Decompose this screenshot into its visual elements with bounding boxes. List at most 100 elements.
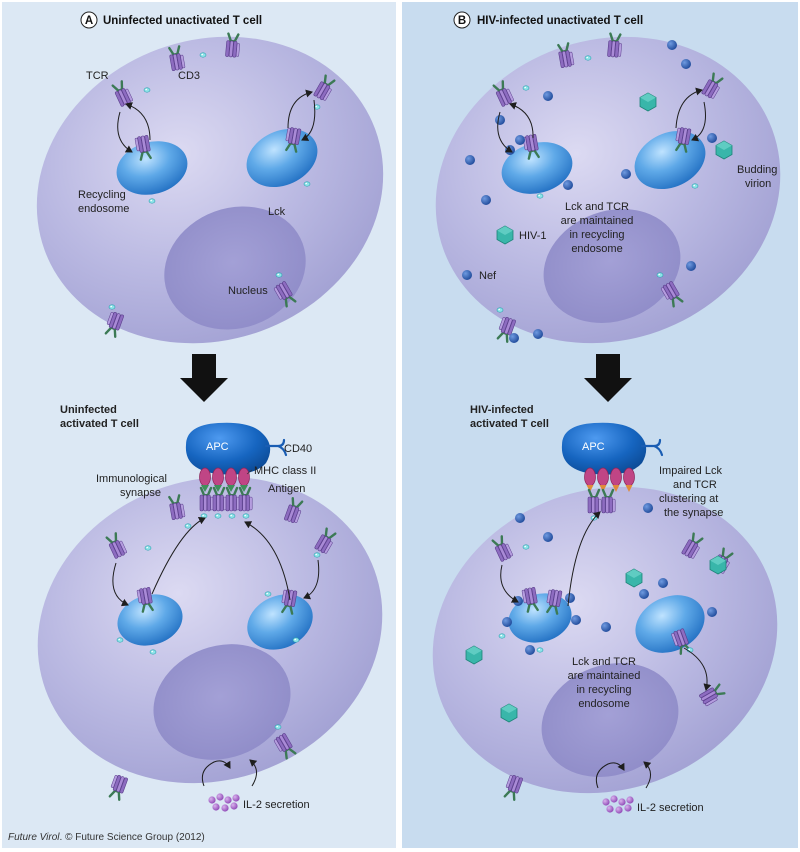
panel-b-badge-letter: B bbox=[458, 15, 466, 27]
nef-dot bbox=[667, 40, 677, 50]
il2-dot bbox=[602, 798, 610, 806]
nef-dot bbox=[543, 91, 553, 101]
nef-dot bbox=[563, 180, 573, 190]
hiv-virion bbox=[465, 645, 483, 665]
lck-dot bbox=[116, 637, 124, 643]
hiv-virion bbox=[500, 703, 518, 723]
lck-dot bbox=[199, 52, 207, 58]
il2-dot bbox=[615, 806, 623, 814]
panel-a: A Uninfected unactivated T cell Nucleus … bbox=[36, 11, 384, 812]
lck-dot bbox=[214, 513, 222, 519]
hiv-virion bbox=[709, 555, 727, 575]
maintained2-label-2: are maintained bbox=[568, 670, 641, 682]
il2-dot bbox=[224, 796, 232, 804]
lck-dot bbox=[275, 272, 283, 278]
lck-dot bbox=[242, 513, 250, 519]
hiv-label: HIV-1 bbox=[519, 230, 547, 242]
nef-dot bbox=[543, 532, 553, 542]
lck-label: Lck bbox=[268, 206, 286, 218]
nef-dot bbox=[495, 115, 505, 125]
impaired-label-4: the synapse bbox=[664, 507, 723, 519]
lck-dot bbox=[522, 85, 530, 91]
nef-dot bbox=[643, 503, 653, 513]
il2-dot bbox=[606, 805, 614, 813]
infected-activated-label-2: activated T cell bbox=[470, 418, 549, 430]
lck-dot bbox=[536, 647, 544, 653]
activation-arrow bbox=[180, 354, 228, 402]
hiv-virion bbox=[625, 568, 643, 588]
cd40-receptor bbox=[264, 438, 288, 457]
nucleus-infected-activated bbox=[541, 663, 679, 777]
impaired-label-1: Impaired Lck bbox=[659, 465, 722, 477]
apc bbox=[185, 422, 271, 475]
lck-dot bbox=[691, 183, 699, 189]
hiv-virion bbox=[496, 225, 514, 245]
lck-dot bbox=[536, 193, 544, 199]
maintained2-label-1: Lck and TCR bbox=[572, 656, 636, 668]
nef-dot bbox=[601, 622, 611, 632]
lck-dot bbox=[498, 633, 506, 639]
lck-dot bbox=[149, 649, 157, 655]
lck-dot bbox=[656, 272, 664, 278]
il2-dot bbox=[212, 803, 220, 811]
nef-dot bbox=[571, 615, 581, 625]
lck-dot bbox=[496, 307, 504, 313]
nef-dot bbox=[533, 329, 543, 339]
lck-dot bbox=[184, 523, 192, 529]
activated-label-2: activated T cell bbox=[60, 418, 139, 430]
lck-dot bbox=[274, 724, 282, 730]
lck-dot bbox=[584, 55, 592, 61]
il2-label-infected: IL-2 secretion bbox=[637, 802, 704, 814]
recycling-endosome-right-infected bbox=[634, 130, 706, 190]
synapse-label-2: synapse bbox=[120, 487, 161, 499]
synapse-label-1: Immunological bbox=[96, 473, 167, 485]
maintained2-label-3: in recycling bbox=[576, 684, 631, 696]
tcr-label: TCR bbox=[86, 70, 109, 82]
il2-dot bbox=[216, 793, 224, 801]
recycling-endosome-left-activated bbox=[117, 594, 183, 646]
nucleus bbox=[164, 206, 306, 330]
nef-dot bbox=[465, 155, 475, 165]
cd3-label: CD3 bbox=[178, 70, 200, 82]
cd40-receptor-infected bbox=[640, 438, 664, 457]
il2-dot bbox=[208, 796, 216, 804]
maintained-label-2: are maintained bbox=[561, 215, 634, 227]
recycling-endosome-label-1: Recycling bbox=[78, 189, 126, 201]
nef-dot bbox=[686, 261, 696, 271]
recycling-endosome-right-activated bbox=[247, 594, 313, 650]
hiv-virion bbox=[639, 92, 657, 112]
antigen-label: Antigen bbox=[268, 483, 305, 495]
panel-a-badge-letter: A bbox=[85, 15, 93, 27]
lck-dot bbox=[143, 87, 151, 93]
maintained-label-1: Lck and TCR bbox=[565, 201, 629, 213]
nef-dot bbox=[639, 589, 649, 599]
budding-label-2: virion bbox=[745, 178, 771, 190]
lck-dot bbox=[144, 545, 152, 551]
nef-dot bbox=[658, 578, 668, 588]
impaired-label-3: clustering at bbox=[659, 493, 718, 505]
nef-dot bbox=[681, 59, 691, 69]
il2-dot bbox=[610, 795, 618, 803]
apc-label-infected: APC bbox=[582, 441, 605, 453]
panel-a-title: Uninfected unactivated T cell bbox=[103, 15, 262, 27]
il2-label: IL-2 secretion bbox=[243, 799, 310, 811]
il2-dot bbox=[230, 802, 238, 810]
recycling-endosome-label-2: endosome bbox=[78, 203, 129, 215]
il2-dot bbox=[626, 796, 634, 804]
il2-dot bbox=[618, 798, 626, 806]
panel-b-badge bbox=[453, 11, 471, 29]
budding-label-1: Budding bbox=[737, 164, 777, 176]
nef-dot bbox=[462, 270, 472, 280]
il2-dot bbox=[624, 804, 632, 812]
impaired-label-2: and TCR bbox=[673, 479, 717, 491]
nef-dot bbox=[565, 593, 575, 603]
nef-dot bbox=[481, 195, 491, 205]
lck-dot bbox=[264, 591, 272, 597]
maintained-label-3: in recycling bbox=[569, 229, 624, 241]
panel-b-title: HIV-infected unactivated T cell bbox=[477, 15, 643, 27]
mhc-label: MHC class II bbox=[254, 465, 316, 477]
footer-journal: Future Virol bbox=[8, 832, 60, 843]
hiv-infected-activated-cell bbox=[432, 486, 778, 794]
activated-label-1: Uninfected bbox=[60, 404, 117, 416]
